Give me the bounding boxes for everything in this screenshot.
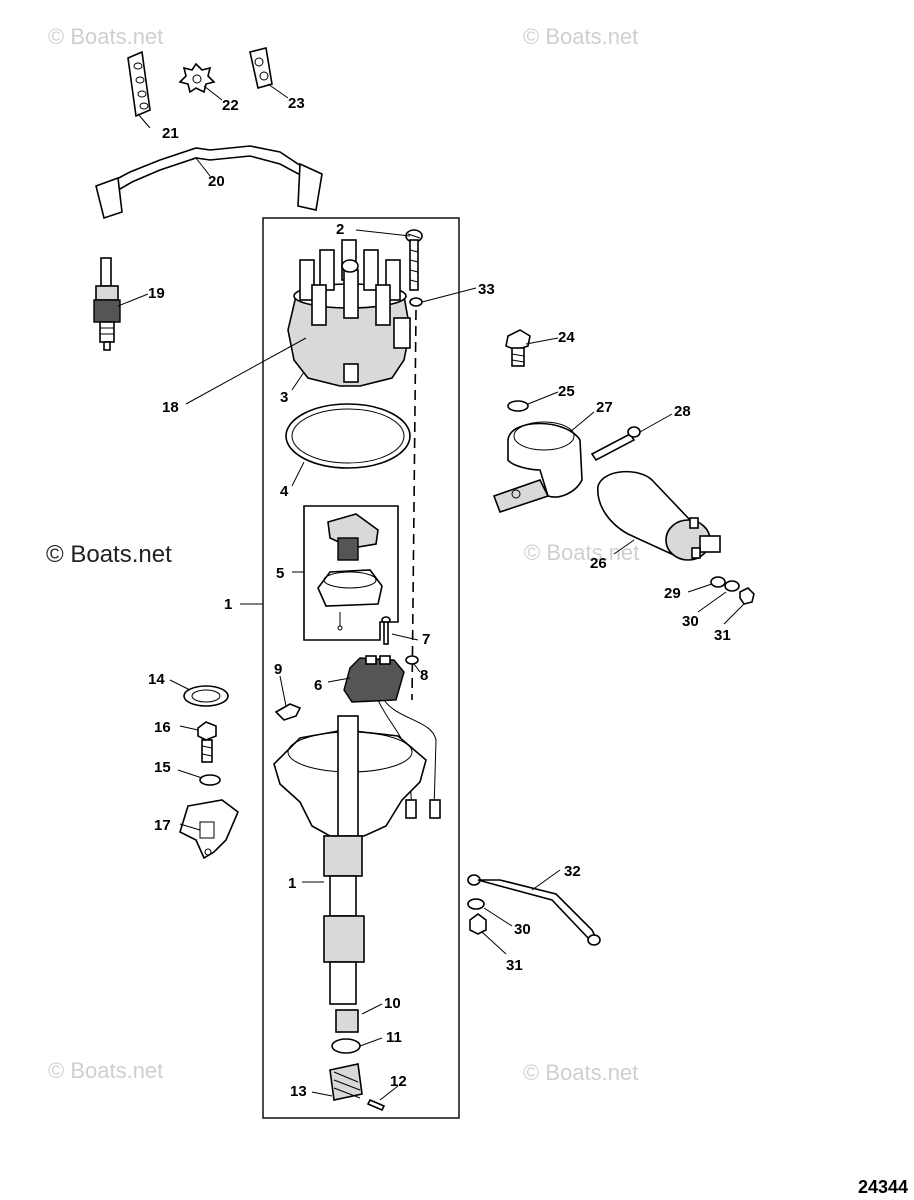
distributor-cap-part-3 — [287, 239, 411, 387]
callout-14: 14 — [148, 671, 165, 688]
callout-17: 17 — [154, 817, 171, 834]
coil-bracket-part-27 — [492, 421, 583, 514]
callout-9: 9 — [274, 661, 282, 678]
callout-8: 8 — [420, 667, 428, 684]
roll-pin-part-12 — [366, 1098, 386, 1112]
retaining-clip-part-9 — [274, 703, 302, 721]
callout-16: 16 — [154, 719, 171, 736]
callout-15: 15 — [154, 759, 171, 776]
callout-24: 24 — [558, 329, 575, 346]
washer-part-15 — [199, 774, 221, 786]
bolt-part-28 — [590, 426, 641, 462]
ignition-module-part-6 — [343, 655, 441, 819]
callout-4: 4 — [280, 483, 289, 500]
distributor-assembly-frame — [262, 217, 460, 1119]
callout-1-top: 1 — [224, 596, 232, 613]
leader-lines — [117, 83, 745, 1101]
washer-part-29 — [710, 576, 726, 588]
callout-6: 6 — [314, 677, 322, 694]
drive-gear-part-13 — [329, 1063, 363, 1101]
callout-29: 29 — [664, 585, 681, 602]
wire-retainer-part-22 — [178, 62, 216, 94]
washer-part-33 — [409, 297, 423, 307]
watermark-top-right: © Boats.net — [523, 24, 638, 49]
callout-33: 33 — [478, 281, 495, 298]
alignment-line — [411, 309, 417, 701]
wire-clip-part-23 — [249, 47, 273, 90]
callout-30-coil: 30 — [682, 613, 699, 630]
callout-13: 13 — [290, 1083, 307, 1100]
watermark-bottom-left: © Boats.net — [48, 1058, 163, 1083]
callout-31-strap: 31 — [506, 957, 523, 974]
watermark-middle-right: © Boats.net — [524, 540, 639, 565]
watermark-bottom-right: © Boats.net — [523, 1060, 638, 1085]
bushing-part-10 — [335, 1009, 359, 1033]
callout-22: 22 — [222, 97, 239, 114]
callout-11: 11 — [386, 1029, 402, 1046]
callout-18: 18 — [162, 399, 179, 416]
washer-part-8 — [405, 655, 419, 665]
callout-25: 25 — [558, 383, 575, 400]
bolt-part-24 — [505, 329, 531, 367]
callout-32: 32 — [564, 863, 581, 880]
callout-12: 12 — [390, 1073, 407, 1090]
washer-part-11 — [331, 1038, 361, 1054]
callout-28: 28 — [674, 403, 691, 420]
callout-2: 2 — [336, 221, 344, 238]
figure-number: 24344 — [858, 1177, 908, 1197]
screw-part-7 — [381, 616, 391, 645]
lock-washer-part-30-a — [724, 580, 740, 592]
watermark-top-left: © Boats.net — [48, 24, 163, 49]
callout-21: 21 — [162, 125, 179, 142]
bolt-part-16 — [197, 721, 217, 763]
distributor-housing — [273, 715, 427, 1005]
callout-31-coil: 31 — [714, 627, 731, 644]
lock-washer-part-30-b — [467, 898, 485, 910]
spark-plug-part-19 — [93, 257, 121, 351]
screw-part-2 — [405, 229, 423, 291]
callout-10: 10 — [384, 995, 401, 1012]
nut-part-31-a — [739, 587, 755, 605]
callout-20: 20 — [208, 173, 225, 190]
ground-strap-part-32 — [467, 874, 601, 946]
callout-27: 27 — [596, 399, 613, 416]
nut-part-31-b — [469, 913, 487, 935]
callout-30-strap: 30 — [514, 921, 531, 938]
callout-1-bottom: 1 — [288, 875, 296, 892]
wire-separator-part-21 — [127, 50, 151, 118]
spark-plug-wire-part-20 — [95, 145, 323, 220]
callout-19: 19 — [148, 285, 165, 302]
washer-part-25 — [507, 400, 529, 412]
callout-23: 23 — [288, 95, 305, 112]
hold-down-clamp-part-17 — [179, 799, 239, 860]
rotor-inset-part-5 — [303, 505, 399, 641]
callout-7: 7 — [422, 631, 430, 648]
gasket-part-4 — [285, 403, 411, 469]
callout-3: 3 — [280, 389, 288, 406]
callout-26: 26 — [590, 555, 607, 572]
watermark-middle-left: © Boats.net — [46, 541, 172, 568]
ignition-coil-part-26 — [597, 470, 721, 561]
o-ring-part-14 — [183, 685, 229, 707]
callout-5: 5 — [276, 565, 284, 582]
